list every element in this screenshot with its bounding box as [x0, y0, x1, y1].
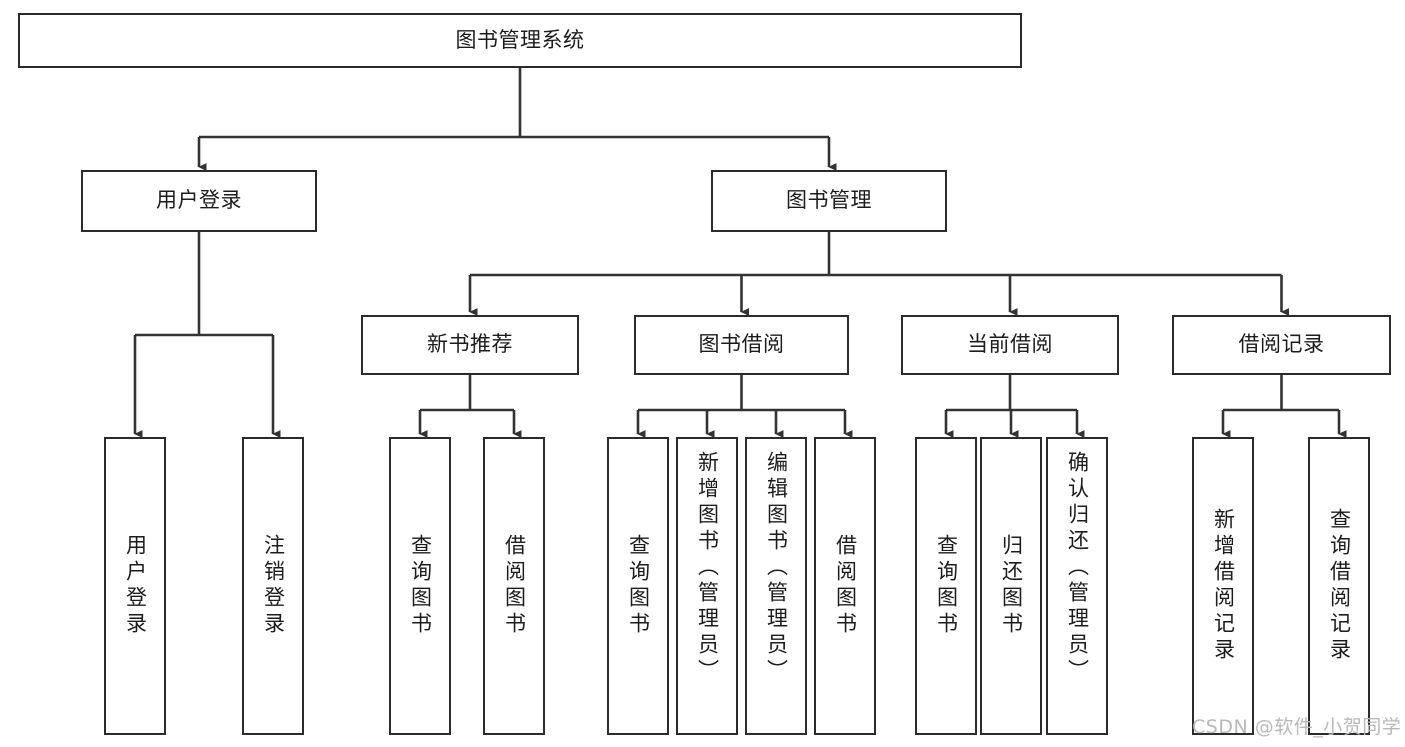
- leaf-node-8[interactable]: 查询图书: [915, 437, 977, 735]
- node-label: 查询图书: [626, 534, 651, 638]
- leaf-node-0[interactable]: 用户登录: [104, 437, 166, 735]
- node-label: 查询图书: [408, 534, 433, 638]
- node-label: 用户登录: [156, 188, 242, 213]
- level3-node-0[interactable]: 新书推荐: [361, 315, 579, 375]
- level3-node-1[interactable]: 图书借阅: [634, 315, 849, 375]
- leaf-node-11[interactable]: 新增借阅记录: [1192, 437, 1254, 735]
- node-label: 归还图书: [999, 534, 1024, 638]
- leaf-node-3[interactable]: 借阅图书: [483, 437, 545, 735]
- level3-node-3[interactable]: 借阅记录: [1172, 315, 1391, 375]
- node-label: 图书借阅: [698, 332, 785, 357]
- node-label: 图书管理: [786, 188, 872, 213]
- leaf-node-5[interactable]: 新增图书（管理员）: [676, 437, 738, 735]
- node-label: 新增图书（管理员）: [695, 451, 720, 685]
- node-label: 新增借阅记录: [1211, 508, 1236, 664]
- level2-node-0[interactable]: 用户登录: [81, 170, 317, 232]
- leaf-node-12[interactable]: 查询借阅记录: [1308, 437, 1370, 735]
- node-label: 借阅图书: [502, 534, 527, 638]
- leaf-node-9[interactable]: 归还图书: [980, 437, 1042, 735]
- leaf-node-7[interactable]: 借阅图书: [814, 437, 876, 735]
- root-node-book-management-system[interactable]: 图书管理系统: [18, 13, 1022, 68]
- node-label: 查询借阅记录: [1327, 508, 1352, 664]
- node-label: 借阅图书: [833, 534, 858, 638]
- node-label: 借阅记录: [1238, 332, 1325, 357]
- node-label: 新书推荐: [427, 332, 513, 357]
- node-label: 图书管理系统: [455, 27, 585, 52]
- leaf-node-10[interactable]: 确认归还（管理员）: [1046, 437, 1108, 735]
- leaf-node-4[interactable]: 查询图书: [607, 437, 669, 735]
- node-label: 用户登录: [123, 534, 148, 638]
- level2-node-1[interactable]: 图书管理: [711, 170, 947, 232]
- node-label: 注销登录: [261, 534, 286, 638]
- csdn-watermark: CSDN @软件_小贺同学: [1192, 716, 1402, 738]
- leaf-node-6[interactable]: 编辑图书（管理员）: [745, 437, 807, 735]
- node-label: 编辑图书（管理员）: [764, 451, 789, 685]
- node-label: 确认归还（管理员）: [1065, 451, 1090, 685]
- leaf-node-1[interactable]: 注销登录: [242, 437, 304, 735]
- node-label: 当前借阅: [967, 332, 1053, 357]
- level3-node-2[interactable]: 当前借阅: [901, 315, 1119, 375]
- leaf-node-2[interactable]: 查询图书: [389, 437, 451, 735]
- node-label: 查询图书: [934, 534, 959, 638]
